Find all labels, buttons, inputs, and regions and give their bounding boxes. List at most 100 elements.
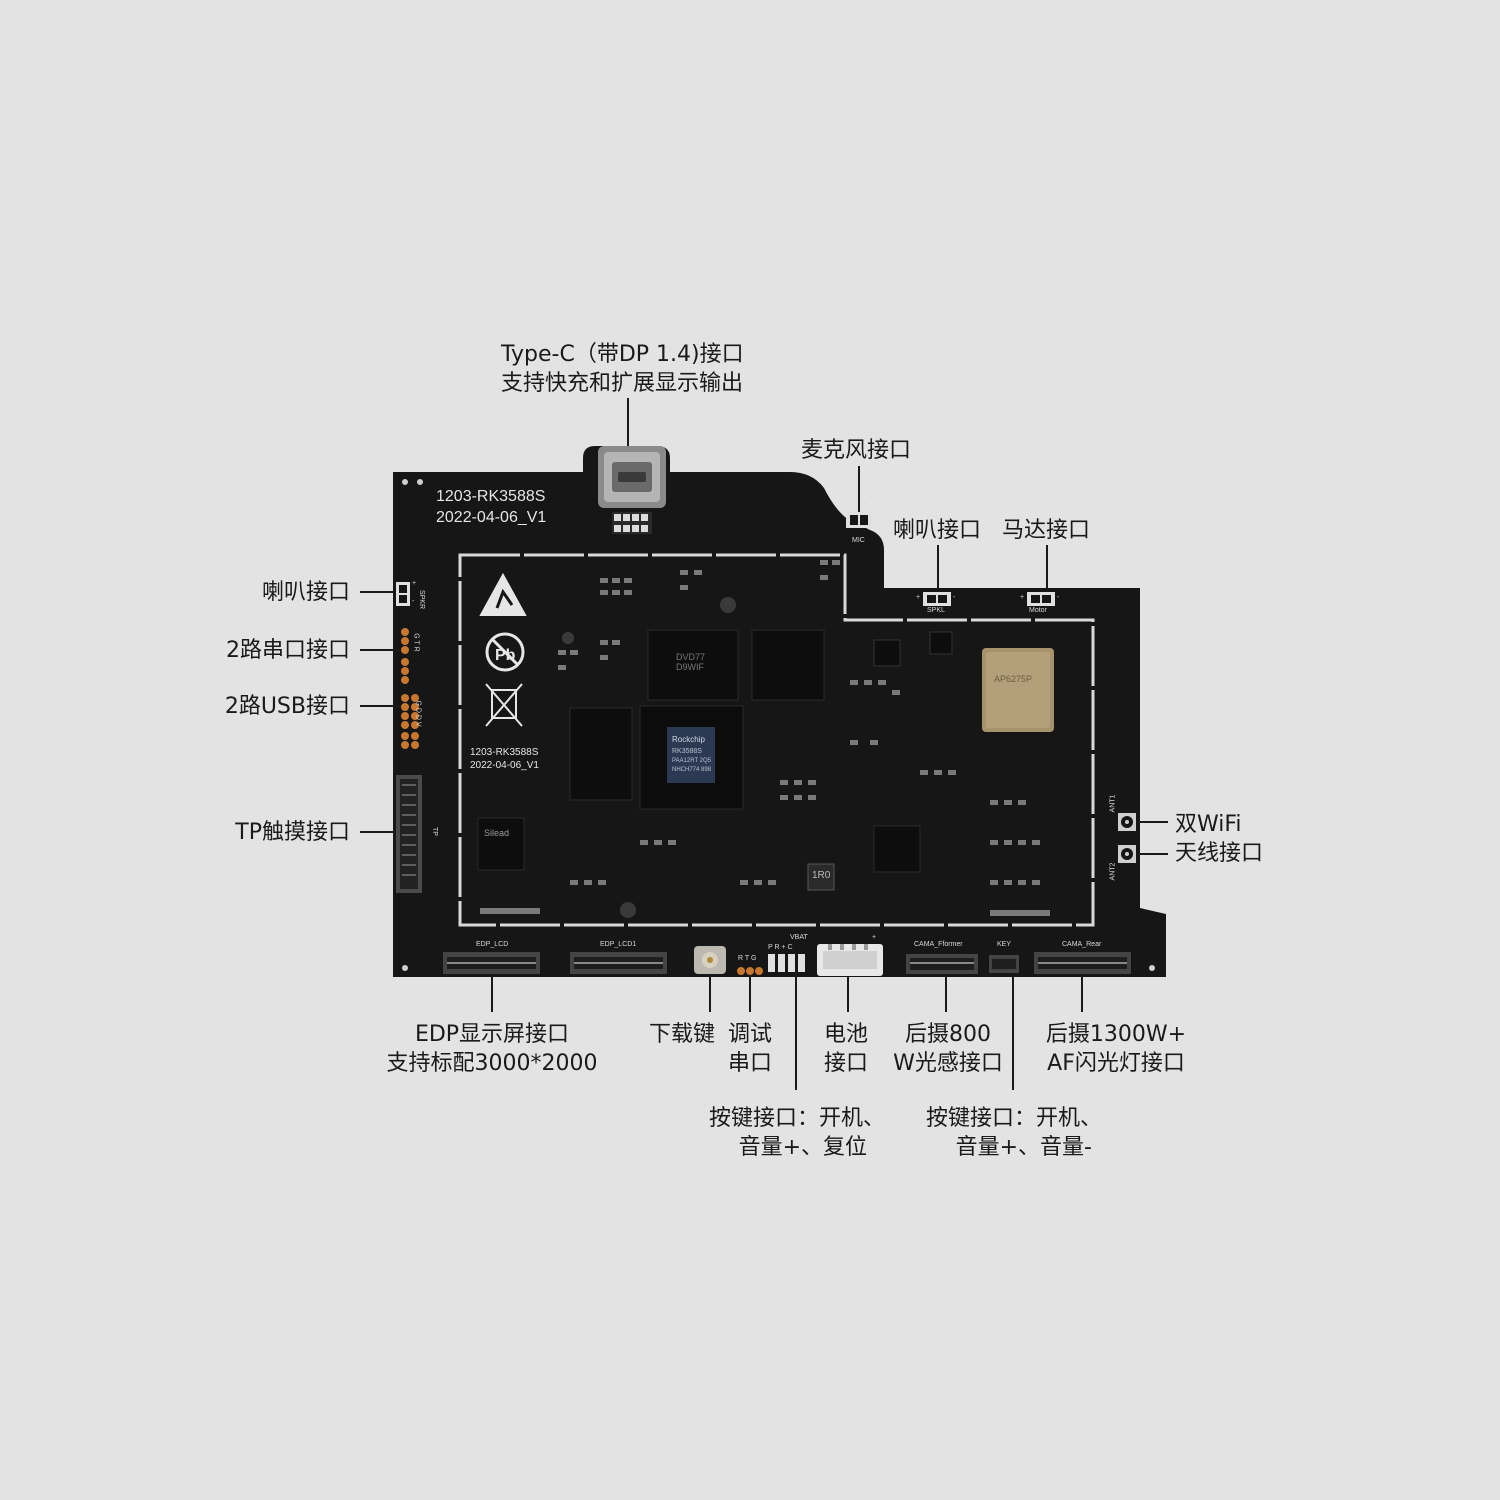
callout-rear1300: 后摄1300W+ AF闪光灯接口 <box>1034 1020 1198 1078</box>
chip-text-1: RK3588S <box>672 748 702 755</box>
callout-keys1: 按键接口：开机、 音量+、复位 <box>709 1104 885 1162</box>
callout-keys2-line1: 按键接口：开机、 <box>925 1106 1102 1131</box>
soc-chip <box>639 705 744 810</box>
callout-debug: 调试 串口 <box>728 1020 772 1078</box>
motor-connector <box>1027 592 1055 606</box>
silk-rtg: R T G <box>738 955 757 962</box>
pmic-chip <box>873 825 921 873</box>
callout-tp: TP触摸接口 <box>235 820 350 845</box>
silk-spkl: SPKL <box>927 607 945 614</box>
silk-spkr: SPKR <box>418 589 426 610</box>
gold-pads <box>401 628 763 975</box>
silk-spkr-minus: - <box>412 598 415 605</box>
tp-connector <box>396 775 422 893</box>
ram-chip-1 <box>647 629 739 701</box>
callout-keys1-line1: 按键接口：开机、 <box>708 1106 885 1131</box>
callout-typec: Type-C（带DP 1.4)接口 支持快充和扩展显示输出 <box>501 340 744 398</box>
ram-text: DVD77 D9WIF <box>676 652 706 672</box>
callout-download: 下载键 <box>649 1022 716 1047</box>
wifi-module-text: AP6275P <box>994 674 1033 684</box>
silk-battery-plus: + <box>872 934 877 941</box>
silk-mic-plus: + <box>863 501 868 508</box>
callout-keys2-line2: 音量+、音量- <box>955 1135 1092 1160</box>
edp-lcd-connector <box>443 952 540 974</box>
silk-ant2: ANT2 <box>1109 862 1117 881</box>
vbat-pads <box>768 954 805 972</box>
cama-rear-connector <box>1034 952 1131 974</box>
callout-edp: EDP显示屏接口 支持标配3000*2000 <box>362 1020 622 1078</box>
wifi-module <box>982 648 1054 732</box>
inductor <box>807 863 835 891</box>
battery-connector <box>817 944 883 976</box>
callout-debug-line1: 调试 <box>728 1022 773 1047</box>
callout-rear1300-line2: AF闪光灯接口 <box>1047 1051 1185 1076</box>
inductors <box>562 597 736 918</box>
spkr-connector <box>396 582 410 606</box>
small-ic-2 <box>929 631 953 655</box>
callout-edp-line2: 支持标配3000*2000 <box>386 1051 598 1076</box>
silk-spkl-minus: - <box>953 594 956 601</box>
download-key <box>694 946 726 974</box>
callout-wifi: 双WiFi 天线接口 <box>1175 810 1263 868</box>
small-ic-1 <box>873 639 901 667</box>
mounting-dots <box>402 479 1155 971</box>
inner-frame <box>458 553 1095 927</box>
svg-text:Pb: Pb <box>495 647 516 664</box>
pb-free-icon: Pb <box>485 632 525 672</box>
board-model-line2: 2022-04-06_V1 <box>436 509 547 526</box>
silk-motor-minus: - <box>1057 594 1060 601</box>
callout-speaker-top: 喇叭接口 <box>893 518 982 543</box>
inductor-text: 1R0 <box>812 870 831 881</box>
callout-uart: 2路串口接口 <box>226 638 350 663</box>
silk-edp-lcd1: EDP_LCD1 <box>600 941 637 948</box>
inner-model-line1: 1203-RK3588S <box>470 747 539 758</box>
silk-vbat: VBAT <box>790 934 808 941</box>
callout-keys1-line2: 音量+、复位 <box>738 1135 867 1160</box>
ram-chip-2 <box>751 629 825 701</box>
silk-cama-rear: CAMA_Rear <box>1062 941 1102 948</box>
silk-edp-lcd: EDP_LCD <box>476 941 509 948</box>
ant2-connector <box>1118 845 1136 863</box>
callout-keys2: 按键接口：开机、 音量+、音量- <box>926 1104 1102 1162</box>
callout-rear1300-line1: 后摄1300W+ <box>1045 1022 1187 1047</box>
leader-lines <box>360 398 1168 1090</box>
key-connector <box>989 955 1019 973</box>
callout-battery: 电池 接口 <box>824 1020 868 1078</box>
ant1-connector <box>1118 813 1136 831</box>
emmc-chip <box>569 707 633 801</box>
silk-spkr-plus: + <box>412 580 417 587</box>
silk-uart-pins: G T R <box>412 633 420 652</box>
esd-warning-icon <box>479 572 527 616</box>
callout-battery-line2: 接口 <box>824 1051 869 1076</box>
callout-rear800-line1: 后摄800 <box>905 1022 991 1047</box>
callout-rear800-line2: W光感接口 <box>893 1051 1003 1076</box>
callout-wifi-line1: 双WiFi <box>1175 812 1242 837</box>
spkl-connector <box>923 592 951 606</box>
chip-text-2: PAA12RT 2Q5 <box>672 758 712 764</box>
chip-brand: Rockchip <box>672 735 705 744</box>
silk-prc: P R + C <box>768 944 793 951</box>
callout-typec-line1: Type-C（带DP 1.4)接口 <box>501 342 744 367</box>
silk-motor-plus: + <box>1020 594 1025 601</box>
cama-fformer-connector <box>906 954 978 974</box>
callout-motor: 马达接口 <box>1002 518 1091 543</box>
chip-text-3: NHCH774 898 <box>672 767 712 773</box>
passive-components <box>480 560 1050 916</box>
touch-ic <box>477 817 525 871</box>
callout-battery-line1: 电池 <box>824 1022 869 1047</box>
silk-cama-fformer: CAMA_Fformer <box>914 941 963 948</box>
silk-usb-pins: G D D V <box>414 700 422 727</box>
silk-key: KEY <box>997 941 1012 948</box>
silk-spkl-plus: + <box>916 594 921 601</box>
callout-debug-line2: 串口 <box>728 1051 773 1076</box>
mic-connector <box>846 512 872 528</box>
board-model-line1: 1203-RK3588S <box>436 488 546 505</box>
silk-motor: Motor <box>1029 607 1047 614</box>
callout-rear800: 后摄800 W光感接口 <box>886 1020 1010 1078</box>
callout-speaker-left: 喇叭接口 <box>261 580 350 605</box>
edp-lcd1-connector <box>570 952 667 974</box>
typec-connector <box>598 446 666 534</box>
callout-usb: 2路USB接口 <box>224 694 350 719</box>
